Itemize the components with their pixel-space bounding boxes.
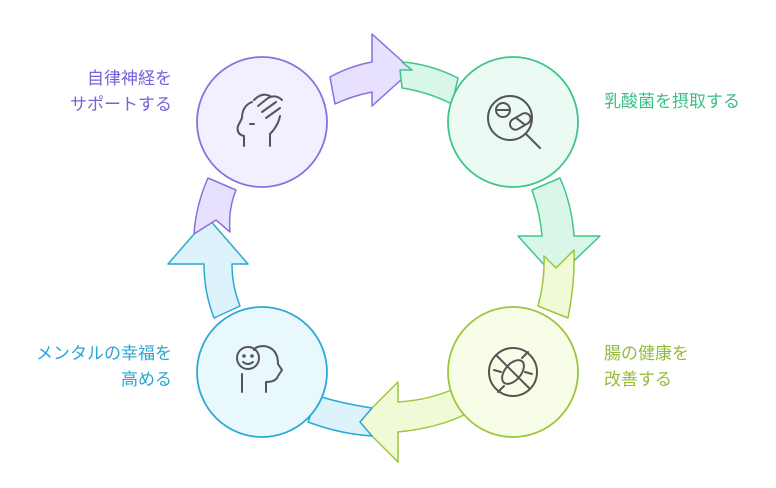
label-mental: メンタルの幸福を 高める (10, 341, 172, 393)
arrow-lactic-to-gut (517, 177, 601, 279)
arrow-gut-arc (537, 249, 575, 319)
label-lactic-line1: 乳酸菌を摂取する (604, 92, 740, 112)
label-gut-line2: 改善する (604, 370, 672, 390)
label-autonomic: 自律神経を サポートする (40, 66, 172, 118)
bacteria-icon (488, 347, 538, 397)
hand-on-head-icon (236, 93, 283, 147)
arrow-lactic-arc (399, 61, 459, 105)
label-mental-line1: メンタルの幸福を (36, 344, 172, 364)
node-autonomic-circle (196, 56, 328, 188)
arrow-autonomic-to-lactic (329, 33, 413, 107)
label-gut-line1: 腸の健康を (604, 344, 689, 364)
arrow-autonomic-arc (193, 177, 237, 235)
label-mental-line2: 高める (121, 370, 172, 390)
arrow-mental-to-autonomic (167, 217, 249, 319)
pill-capsule-icon (487, 95, 541, 149)
label-lactic: 乳酸菌を摂取する (604, 89, 740, 115)
smiling-face-icon (236, 345, 283, 393)
node-mental-circle (196, 306, 328, 438)
label-autonomic-line1: 自律神経を (87, 69, 172, 89)
label-autonomic-line2: サポートする (70, 95, 172, 115)
label-gut: 腸の健康を 改善する (604, 341, 689, 393)
node-lactic-circle (447, 56, 579, 188)
